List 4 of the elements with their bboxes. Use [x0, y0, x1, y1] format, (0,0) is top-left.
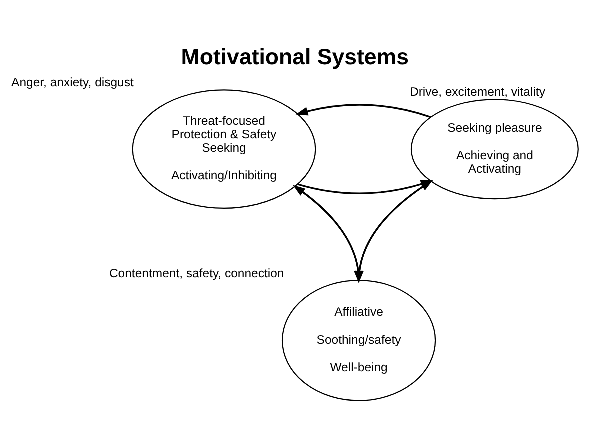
- node-label: Contentment, safety, connection: [109, 266, 284, 280]
- diagram-title: Motivational Systems: [181, 44, 409, 70]
- node-label: Anger, anxiety, disgust: [12, 76, 134, 90]
- node-label: Drive, excitement, vitality: [410, 85, 546, 100]
